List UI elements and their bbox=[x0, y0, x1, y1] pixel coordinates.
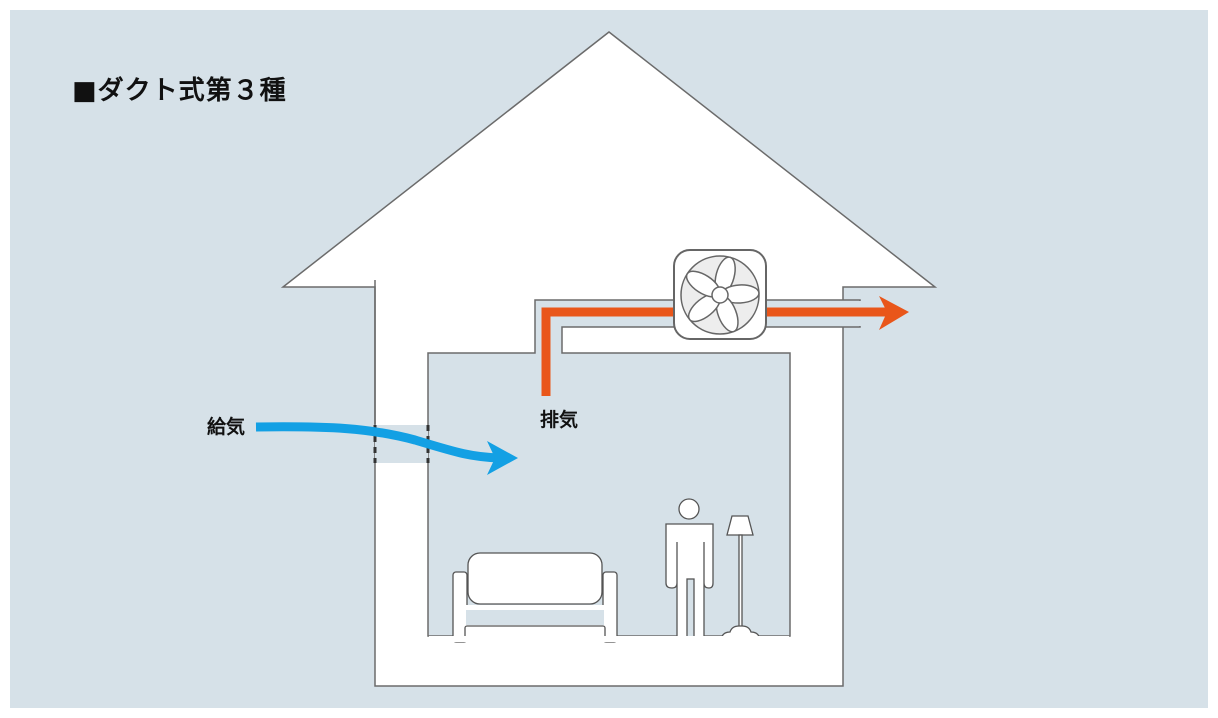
room-and-duct bbox=[427, 299, 861, 637]
exhaust-label: 排気 bbox=[540, 409, 579, 431]
exhaust-air-arrow bbox=[541, 296, 909, 396]
sofa-icon bbox=[452, 552, 618, 643]
exhaust-fan-icon bbox=[673, 249, 767, 340]
diagram-title: ■ダクト式第３種 bbox=[72, 76, 287, 106]
supply-label: 給気 bbox=[207, 416, 246, 438]
supply-air-arrow bbox=[255, 422, 518, 475]
